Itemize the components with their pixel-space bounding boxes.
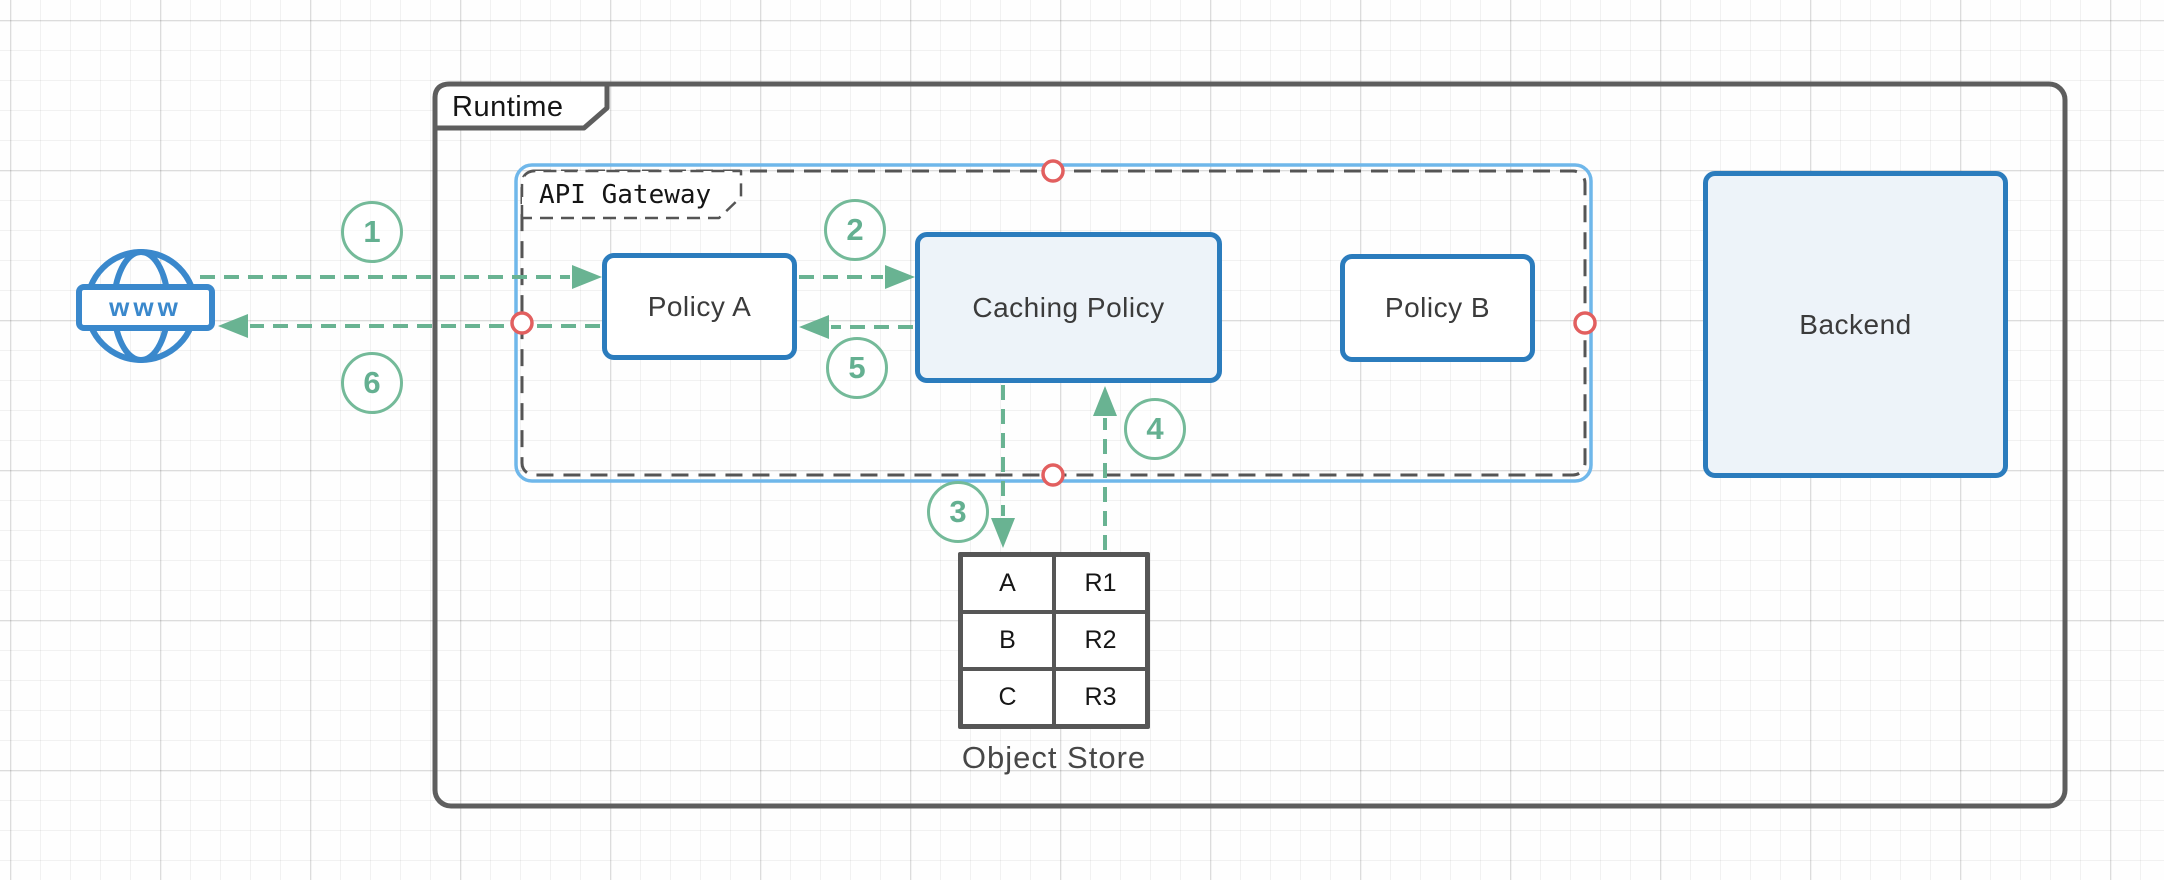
object-store-cell: R2 xyxy=(1056,614,1145,667)
node-policy-b[interactable]: Policy B xyxy=(1340,254,1535,362)
runtime-label: Runtime xyxy=(452,91,564,123)
step-badge-5[interactable]: 5 xyxy=(826,337,888,399)
step-badge-4[interactable]: 4 xyxy=(1124,398,1186,460)
object-store-caption: Object Store xyxy=(961,740,1147,775)
step-badge-6[interactable]: 6 xyxy=(341,352,403,414)
flow-arrow-6-head xyxy=(218,314,248,338)
node-backend-label: Backend xyxy=(1799,308,1912,340)
object-store-cell: R1 xyxy=(1056,557,1145,610)
object-store-cell: R3 xyxy=(1056,671,1145,724)
runtime-tab-shape[interactable] xyxy=(432,81,610,131)
flow-arrow-4-head xyxy=(1093,386,1117,416)
step-badge-2[interactable]: 2 xyxy=(824,199,886,261)
object-store-cell: C xyxy=(963,671,1052,724)
flow-arrow-1-head xyxy=(572,265,602,289)
step-2-number: 2 xyxy=(846,212,864,247)
object-store-cell: B xyxy=(963,614,1052,667)
flow-arrow-5-head xyxy=(799,315,829,339)
step-3-number: 3 xyxy=(949,494,967,529)
step-4-number: 4 xyxy=(1146,411,1164,446)
node-policy-a[interactable]: Policy A xyxy=(602,253,797,360)
step-badge-3[interactable]: 3 xyxy=(927,481,989,543)
step-badge-1[interactable]: 1 xyxy=(341,201,403,263)
api-gateway-tab-shape[interactable] xyxy=(520,169,743,220)
www-label: www xyxy=(109,292,182,322)
runtime-container-outline[interactable] xyxy=(432,81,2068,809)
node-policy-b-label: Policy B xyxy=(1384,292,1491,323)
connection-handle-right[interactable] xyxy=(1573,311,1597,335)
connection-handle-top[interactable] xyxy=(1041,159,1065,183)
node-backend[interactable]: Backend xyxy=(1703,171,2008,478)
globe-www-icon[interactable] xyxy=(76,249,215,363)
flow-arrow-3-head xyxy=(991,518,1015,548)
step-5-number: 5 xyxy=(848,350,866,385)
node-policy-a-label: Policy A xyxy=(647,290,752,322)
object-store-table[interactable]: A R1 B R2 C R3 xyxy=(958,552,1150,729)
step-6-number: 6 xyxy=(363,365,381,400)
api-gateway-label: API Gateway xyxy=(539,180,712,210)
connection-handle-bottom[interactable] xyxy=(1041,463,1065,487)
step-1-number: 1 xyxy=(363,214,381,249)
node-caching-policy-label: Caching Policy xyxy=(972,291,1165,323)
connection-handle-left[interactable] xyxy=(510,311,534,335)
flow-arrow-2-head xyxy=(885,265,915,289)
node-caching-policy[interactable]: Caching Policy xyxy=(915,232,1222,383)
object-store-cell: A xyxy=(963,557,1052,610)
